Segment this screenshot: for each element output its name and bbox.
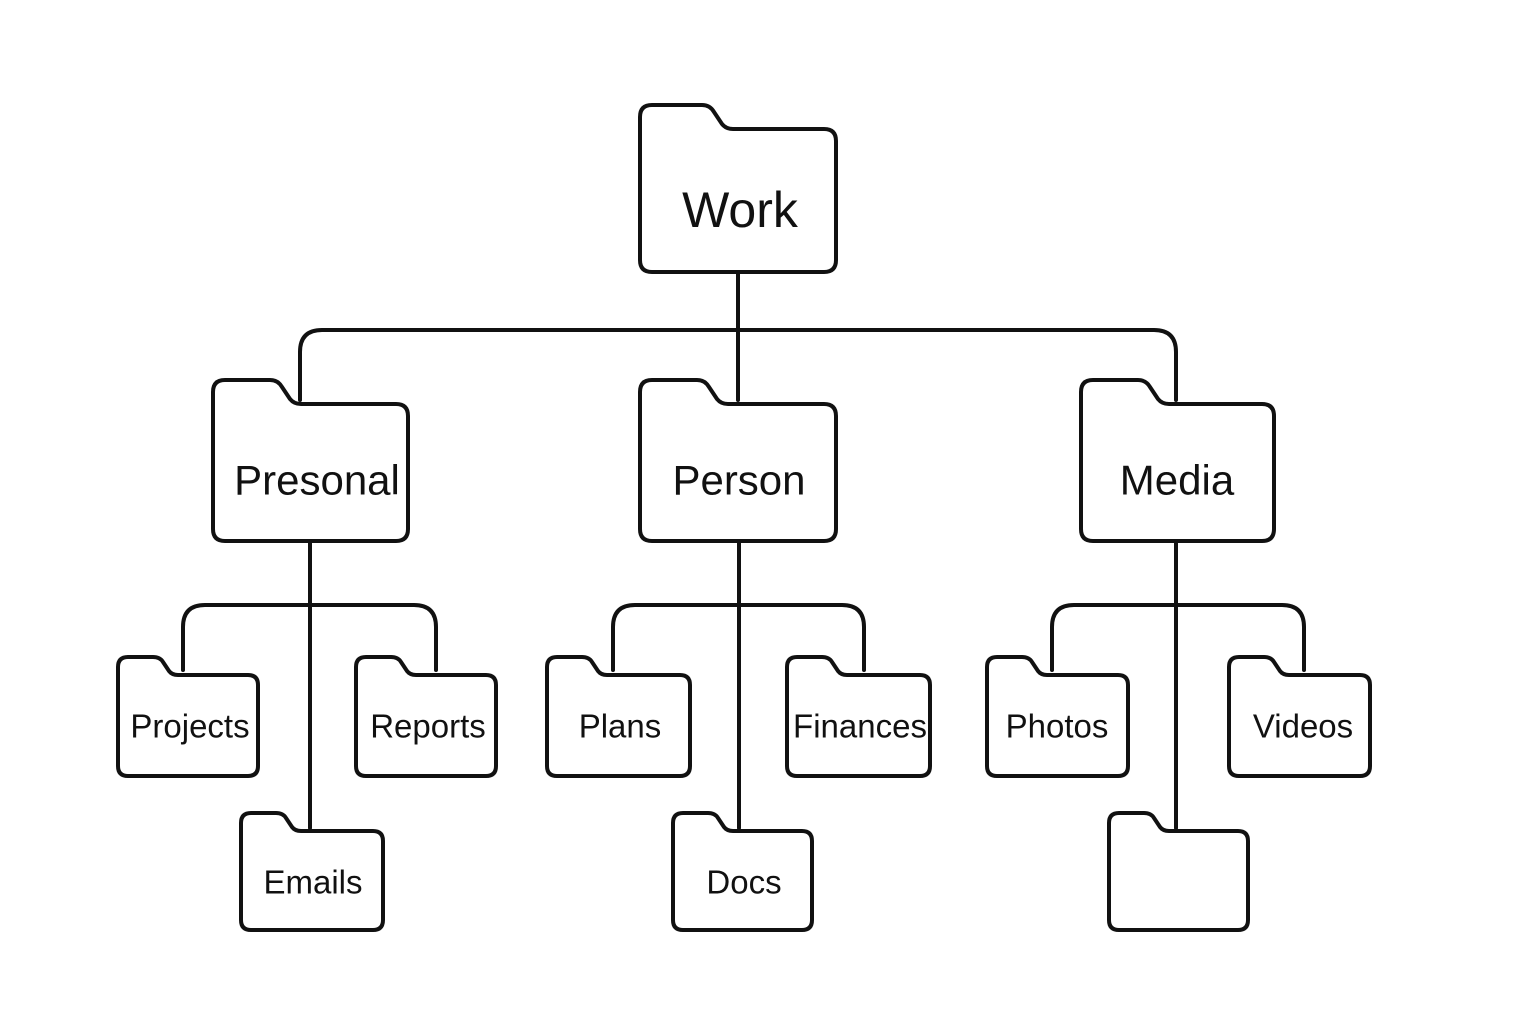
folder-icon	[638, 378, 838, 543]
connector-person-bar	[611, 603, 866, 672]
folder-label: Work	[682, 182, 799, 238]
connectors	[181, 271, 1306, 830]
folder-label: Projects	[130, 708, 249, 745]
connector-media-bar	[1050, 603, 1306, 672]
folder-label: Media	[1120, 457, 1235, 504]
folder-reports[interactable]: Reports	[354, 655, 498, 778]
folder-label: Docs	[706, 864, 781, 901]
folder-icon	[354, 655, 498, 778]
folder-label: Presonal	[234, 457, 400, 504]
folder-icon	[1079, 378, 1276, 543]
folder-label: Finances	[793, 708, 927, 745]
folder-plans[interactable]: Plans	[545, 655, 692, 778]
folder-icon	[211, 378, 410, 543]
folder-icon	[1107, 811, 1250, 932]
folder-label: Person	[672, 457, 805, 504]
folder-person[interactable]: Person	[638, 378, 838, 543]
folder-finances[interactable]: Finances	[785, 655, 932, 778]
folder-videos[interactable]: Videos	[1227, 655, 1372, 778]
connector-presonal-bar	[181, 603, 438, 672]
folder-photos[interactable]: Photos	[985, 655, 1130, 778]
folder-icon	[545, 655, 692, 778]
folder-icon	[671, 811, 814, 932]
folder-work[interactable]: Work	[638, 103, 838, 274]
folder-label: Reports	[370, 708, 486, 745]
folder-icon	[638, 103, 838, 274]
folder-docs[interactable]: Docs	[671, 811, 814, 932]
folder-projects[interactable]: Projects	[116, 655, 260, 778]
folder-label: Plans	[579, 708, 662, 745]
folder-unlabeled[interactable]	[1107, 811, 1250, 932]
connector-top-bar	[298, 328, 1178, 402]
folder-icon	[1227, 655, 1372, 778]
folder-icon	[785, 655, 932, 778]
folder-icon	[239, 811, 385, 932]
folder-presonal[interactable]: Presonal	[211, 378, 410, 543]
folder-emails[interactable]: Emails	[239, 811, 385, 932]
folder-icon	[116, 655, 260, 778]
folder-media[interactable]: Media	[1079, 378, 1276, 543]
folder-icon	[985, 655, 1130, 778]
folder-label: Photos	[1006, 708, 1109, 745]
folder-label: Emails	[263, 864, 362, 901]
folder-label: Videos	[1253, 708, 1353, 745]
